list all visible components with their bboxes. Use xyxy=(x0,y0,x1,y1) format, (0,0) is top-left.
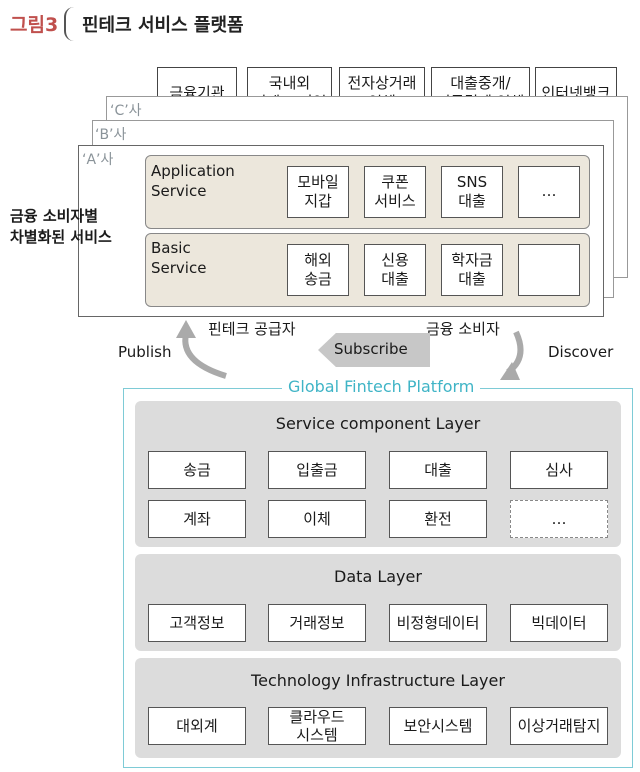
basic-service-item: 신용 대출 xyxy=(364,244,426,296)
infra-cell: 이상거래탐지 xyxy=(510,707,608,745)
infra-cell: 대외계 xyxy=(148,707,246,745)
service-component-layer: Service component Layer 송금 입출금 대출 심사 계좌 … xyxy=(135,401,621,547)
basic-service-item: 학자금 대출 xyxy=(441,244,503,296)
title-bracket xyxy=(64,7,76,41)
infra-cell: 보안시스템 xyxy=(389,707,487,745)
fintech-provider-label: 핀테크 공급자 xyxy=(208,320,296,338)
component-cell: 환전 xyxy=(389,500,487,538)
discover-arrowhead xyxy=(500,362,520,380)
publish-arrow xyxy=(182,333,227,379)
data-layer: Data Layer 고객정보 거래정보 비정형데이터 빅데이터 xyxy=(135,554,621,651)
technology-infrastructure-layer: Technology Infrastructure Layer 대외계 클라우드… xyxy=(135,658,621,758)
application-service-title: Application Service xyxy=(151,162,235,200)
data-cell: 거래정보 xyxy=(268,604,366,642)
basic-service-item xyxy=(518,244,580,296)
application-service-panel: 모바일 지갑 쿠폰 서비스 SNS 대출 … xyxy=(145,155,590,229)
subscribe-arrow xyxy=(318,333,430,367)
app-service-item: … xyxy=(518,166,580,218)
company-b-label: ‘B’사 xyxy=(95,127,127,143)
app-service-item: SNS 대출 xyxy=(441,166,503,218)
publish-arrowhead xyxy=(176,320,196,338)
basic-service-title: Basic Service xyxy=(151,239,207,277)
component-cell: 대출 xyxy=(389,451,487,489)
component-cell: 입출금 xyxy=(268,451,366,489)
company-c-label: ‘C’사 xyxy=(110,103,142,119)
figure-title: 핀테크 서비스 플랫폼 xyxy=(82,15,244,36)
flow-arrows xyxy=(176,320,524,380)
component-cell: 송금 xyxy=(148,451,246,489)
platform-title: Global Fintech Platform xyxy=(282,377,481,396)
basic-service-panel: 해외 송금 신용 대출 학자금 대출 xyxy=(145,233,590,307)
component-cell: 이체 xyxy=(268,500,366,538)
component-cell: 심사 xyxy=(510,451,608,489)
basic-service-item: 해외 송금 xyxy=(287,244,349,296)
discover-label: Discover xyxy=(548,343,614,361)
financial-consumer-label: 금융 소비자 xyxy=(426,320,500,338)
layer-title: Data Layer xyxy=(334,567,422,586)
layer-title: Service component Layer xyxy=(275,414,481,433)
layer-title: Technology Infrastructure Layer xyxy=(251,671,505,690)
infra-cell: 클라우드 시스템 xyxy=(268,707,366,745)
data-cell: 고객정보 xyxy=(148,604,246,642)
component-cell: 계좌 xyxy=(148,500,246,538)
data-cell: 비정형데이터 xyxy=(389,604,487,642)
publish-label: Publish xyxy=(118,343,172,361)
data-cell: 빅데이터 xyxy=(510,604,608,642)
component-cell: … xyxy=(510,500,608,538)
app-service-item: 모바일 지갑 xyxy=(287,166,349,218)
consumer-differentiated-services-label: 금융 소비자별 차별화된 서비스 xyxy=(10,207,112,246)
app-service-item: 쿠폰 서비스 xyxy=(364,166,426,218)
subscribe-label: Subscribe xyxy=(334,340,408,358)
figure-number: 그림3 xyxy=(10,14,59,36)
company-a-label: ‘A’사 xyxy=(82,152,114,168)
